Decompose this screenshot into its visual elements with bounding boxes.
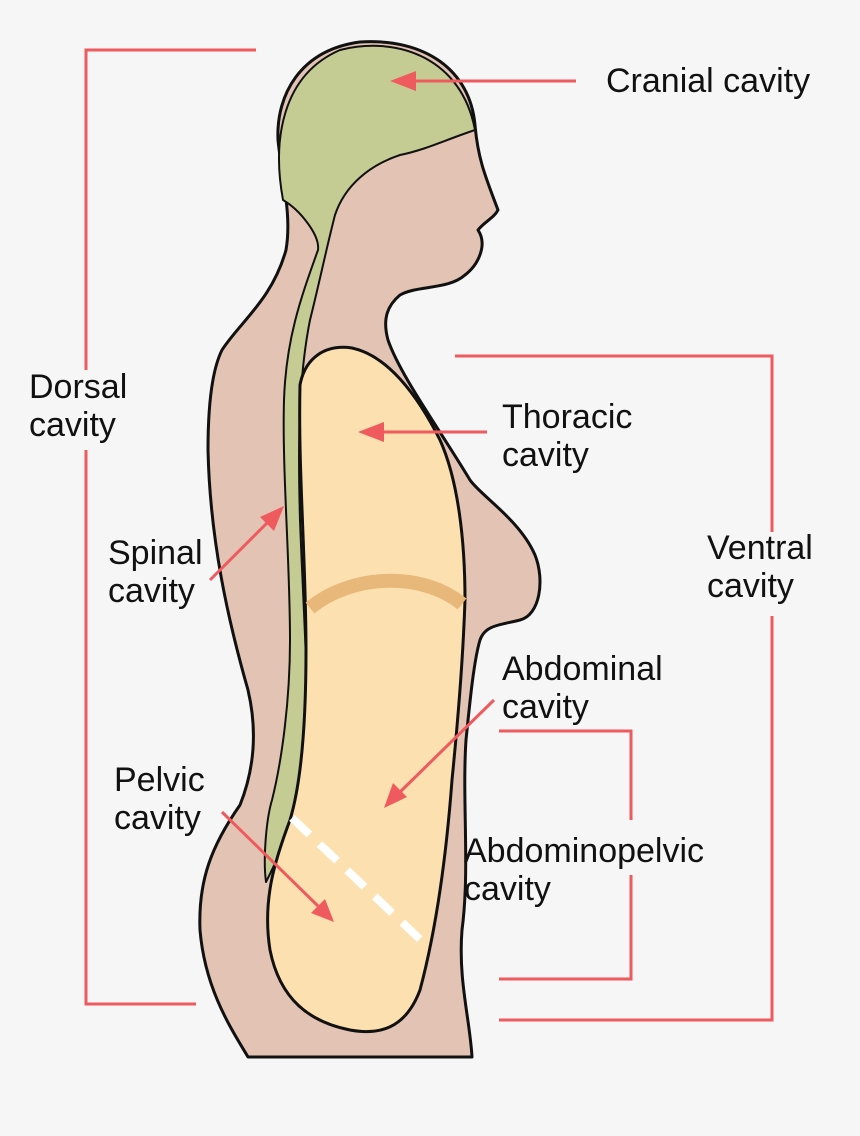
pelvic-cavity-label: Pelvic cavity xyxy=(114,761,205,837)
ventral-cavity-label: Ventral cavity xyxy=(707,529,813,605)
dorsal-cavity-label: Dorsal cavity xyxy=(29,368,127,444)
abdominopelvic-bracket-top xyxy=(499,731,631,820)
cranial-cavity-label: Cranial cavity xyxy=(606,62,810,100)
abdominopelvic-cavity-label: Abdominopelvic cavity xyxy=(464,832,704,908)
dorsal-cavity-bracket-top xyxy=(86,50,256,370)
spinal-cavity-label: Spinal cavity xyxy=(108,534,203,610)
thoracic-cavity-label: Thoracic cavity xyxy=(502,398,632,474)
abdominal-cavity-label: Abdominal cavity xyxy=(502,650,663,726)
